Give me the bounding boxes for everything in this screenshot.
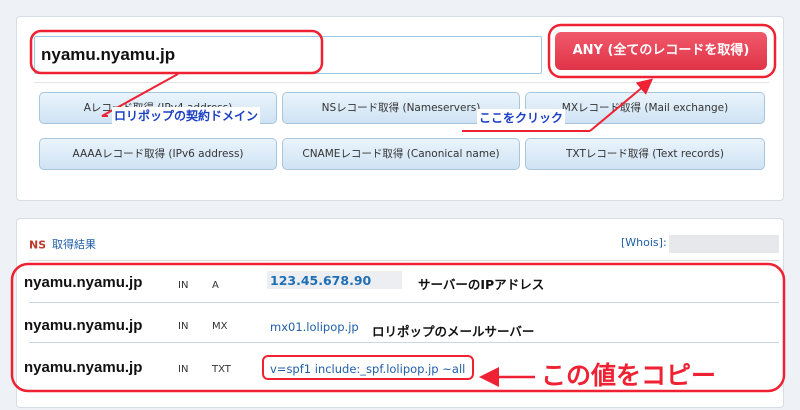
spf-highlight-box — [262, 355, 474, 380]
whois-value — [669, 235, 779, 253]
record-name: nyamu.nyamu.jp — [24, 274, 143, 291]
svg-text:NS: NS — [29, 239, 45, 252]
record-value-mx: mx01.lolipop.jp — [270, 320, 359, 334]
results-title: 取得結果 — [52, 238, 96, 251]
record-class: IN — [178, 321, 189, 332]
ip-annotation: サーバーのIPアドレス — [418, 277, 545, 292]
domain-annotation: ロリポップの契約ドメイン — [112, 107, 261, 124]
row-divider — [29, 342, 779, 343]
domain-input[interactable]: nyamu.nyamu.jp — [34, 36, 542, 74]
record-value-ip: 123.45.678.90 — [270, 273, 372, 288]
whois-link[interactable]: [Whois]: — [621, 236, 667, 249]
ns-logo-icon: NS — [29, 237, 45, 251]
row-divider — [29, 260, 779, 261]
row-divider — [29, 302, 779, 303]
any-records-button[interactable]: ANY (全てのレコードを取得) — [555, 32, 767, 70]
mail-annotation: ロリポップのメールサーバー — [372, 324, 535, 339]
record-name: nyamu.nyamu.jp — [24, 359, 143, 376]
record-class: IN — [178, 280, 189, 291]
record-type: A — [212, 280, 219, 291]
divider — [34, 82, 769, 83]
aaaa-record-button[interactable]: AAAAレコード取得 (IPv6 address) — [39, 138, 277, 170]
txt-record-button[interactable]: TXTレコード取得 (Text records) — [525, 138, 765, 170]
cname-record-button[interactable]: CNAMEレコード取得 (Canonical name) — [282, 138, 520, 170]
copy-annotation: この値をコピー — [541, 361, 717, 390]
record-type: TXT — [212, 364, 231, 375]
record-class: IN — [178, 364, 189, 375]
click-annotation: ここをクリック — [477, 109, 566, 126]
record-type: MX — [212, 321, 228, 332]
record-name: nyamu.nyamu.jp — [24, 317, 143, 334]
